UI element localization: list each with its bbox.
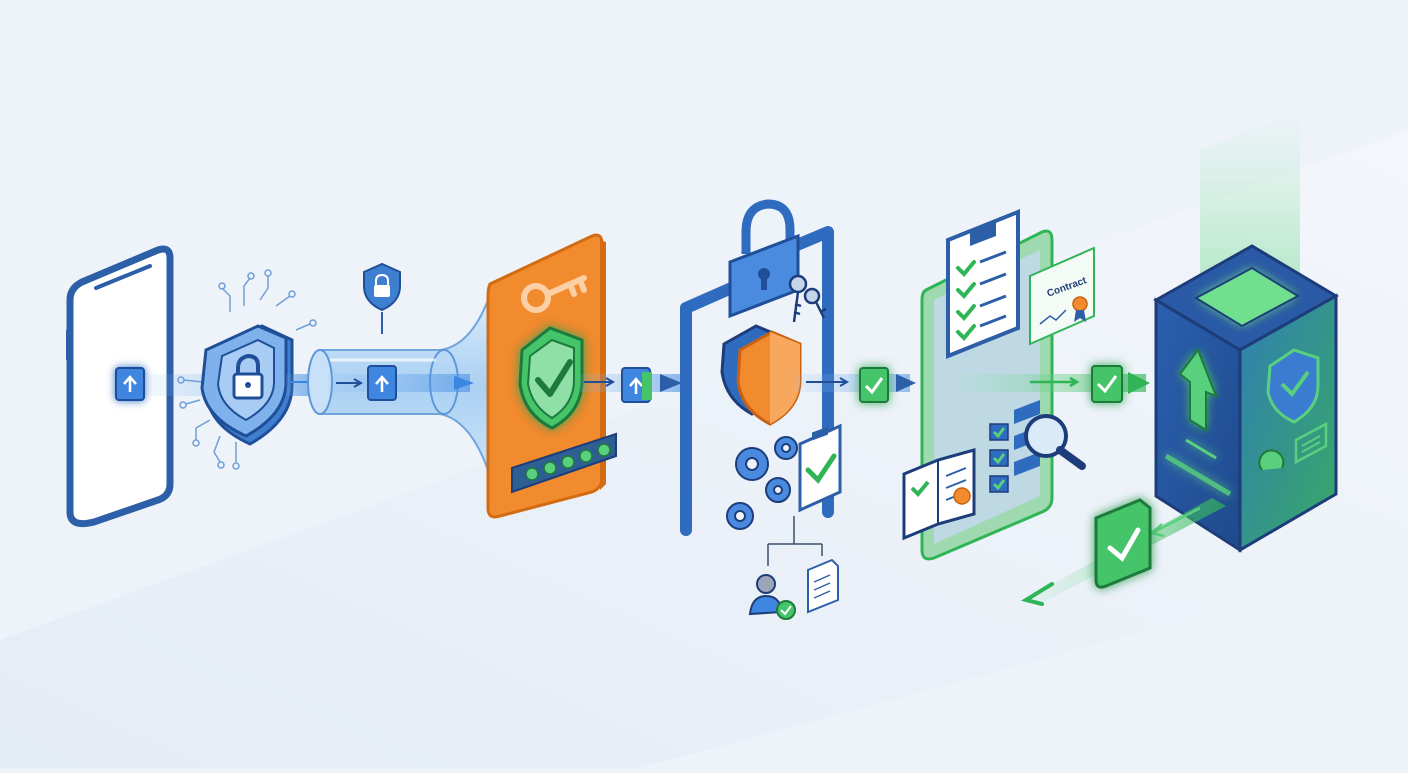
contract-certificate-icon: Contract [1029, 246, 1095, 346]
user-verified-icon [748, 574, 796, 620]
small-shield-lock-icon [363, 262, 401, 334]
cube-shield-check-icon [1266, 348, 1320, 424]
keys-icon [788, 274, 827, 323]
document-icon [807, 558, 839, 614]
upload-file-icon [367, 365, 397, 401]
shield-check-icon [518, 326, 584, 430]
arrow-right-icon [584, 377, 616, 387]
tunnel-icon [307, 299, 489, 471]
upload-arrow-icon [1164, 347, 1232, 497]
verified-file-icon [1091, 365, 1123, 403]
org-connector-lines [767, 516, 823, 566]
padlock-gate-icon [680, 199, 834, 536]
arrow-right-icon [1128, 372, 1150, 394]
verified-file-icon [859, 367, 889, 403]
cube-status-panel-icon [1258, 421, 1328, 471]
open-book-icon [902, 448, 976, 541]
arrow-right-icon [806, 377, 850, 387]
shield-lock-icon [200, 324, 294, 446]
arrow-left-icon [1149, 506, 1201, 538]
upload-file-icon [115, 367, 145, 401]
key-icon [521, 275, 587, 313]
verified-file-icon [1094, 498, 1152, 589]
arrow-left-icon [1020, 582, 1054, 606]
arrow-right-icon [896, 374, 916, 392]
arrow-right-icon [1030, 376, 1080, 388]
arrow-right-icon [660, 374, 682, 392]
password-dots-field [511, 432, 617, 494]
clipboard-checklist-icon [946, 209, 1020, 359]
approval-clipboard-icon [798, 423, 842, 513]
gears-icon [726, 436, 798, 530]
magnifier-icon [1024, 414, 1086, 470]
verified-file-icon [621, 367, 652, 403]
circuit-lines-icon [177, 269, 317, 470]
